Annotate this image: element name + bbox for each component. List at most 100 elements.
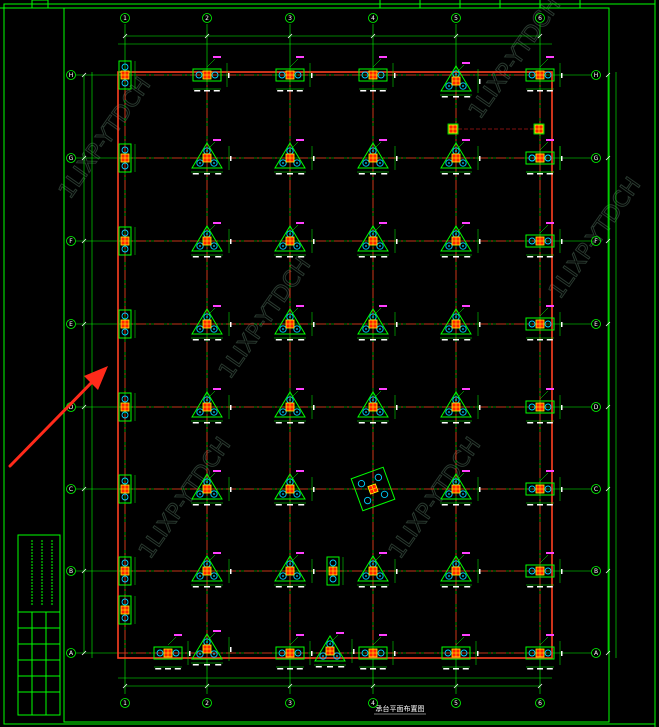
cap-tag [462, 62, 470, 64]
cap-dim-text [537, 504, 543, 506]
cap-tag [546, 470, 554, 472]
cap-dim-text [453, 256, 459, 258]
pile-circle [459, 159, 467, 167]
triangular-pile-cap [191, 388, 232, 424]
pile-circle [278, 649, 286, 657]
pile-circle [445, 159, 453, 167]
pile-circle [121, 312, 129, 320]
pile-center [206, 233, 208, 235]
pile-circle [362, 408, 370, 416]
pile-circle [279, 490, 287, 498]
rectangular-pile-cap [525, 139, 563, 175]
cap-dim-text [379, 668, 386, 670]
pile-center [289, 150, 291, 152]
cap-dim-text [192, 173, 199, 175]
cap-leader [539, 390, 549, 400]
cap-tag [296, 634, 304, 636]
rectangular-pile-cap [358, 634, 396, 670]
axis-bubble [591, 566, 601, 576]
dimension-lines [81, 33, 617, 689]
pile-center [296, 411, 298, 413]
cap-dim-text [561, 569, 563, 574]
cap-outline [274, 391, 306, 418]
cap-dim-text [298, 422, 305, 424]
drawing-title: 承台平面布置图 [376, 704, 425, 713]
pile-center [289, 481, 291, 483]
pile-center [455, 73, 457, 75]
cap-outline [191, 473, 223, 500]
pile-center [199, 328, 201, 330]
cap-dim-text [358, 256, 365, 258]
cap-outline [191, 142, 223, 169]
pile-circle [528, 485, 536, 493]
dimension-tick [605, 486, 611, 492]
rectangular-pile-cap [525, 305, 563, 341]
cap-dim-text [527, 422, 534, 424]
cap-dim-text [192, 664, 199, 666]
pile-center [448, 575, 450, 577]
cap-dim-text [189, 651, 191, 656]
pile-circle [445, 490, 453, 498]
cap-dim-text [464, 422, 471, 424]
pile-circle [210, 650, 218, 658]
cap-leader [455, 472, 465, 482]
pile-circle [210, 325, 218, 333]
cap-dim-text [527, 173, 534, 175]
axis-bubble [368, 13, 378, 23]
pile-center [379, 575, 381, 577]
pile-circle [121, 598, 129, 606]
detail-marker [447, 123, 545, 135]
pile-center [282, 245, 284, 247]
pile-circle [293, 572, 301, 580]
cap-dim-text [296, 90, 303, 92]
axis-label: 2 [205, 700, 209, 707]
pile-circle [121, 411, 129, 419]
cap-dim-text [381, 339, 388, 341]
cap-leader [539, 141, 549, 151]
dimension-tick [453, 683, 459, 689]
pile-circle [445, 82, 453, 90]
cap-tag [462, 388, 470, 390]
cap-dim-text [479, 156, 481, 161]
pile-circle [121, 493, 129, 501]
cap-leader [206, 472, 216, 482]
cap-dim-text [215, 339, 222, 341]
building-boundary [117, 71, 553, 659]
cap-tag [462, 552, 470, 554]
cap-dim-text [396, 405, 398, 410]
cap-dim-text [370, 422, 376, 424]
cap-dim-text [360, 90, 367, 92]
pile-center [372, 150, 374, 152]
pile-circle [357, 479, 366, 488]
rectangular-pile-cap [525, 388, 563, 424]
pile-circle [121, 79, 129, 87]
pile-circle [121, 614, 129, 622]
cap-outline [357, 142, 389, 169]
cap-outline [440, 225, 472, 252]
cap-dim-text [546, 90, 553, 92]
cap-leader [455, 307, 465, 317]
pile-circle [294, 649, 302, 657]
cap-dim-text [537, 339, 543, 341]
cap-dim-text [441, 339, 448, 341]
triangular-pile-cap [314, 632, 355, 668]
pile-center [206, 481, 208, 483]
cap-dim-text [215, 586, 222, 588]
pile-circle [361, 71, 369, 79]
cap-dim-text [204, 422, 210, 424]
cap-dim-text [313, 487, 315, 492]
cap-tag [296, 56, 304, 58]
cap-outline [440, 308, 472, 335]
axis-bubble [120, 698, 130, 708]
cap-dim-text [287, 422, 293, 424]
pile-center [462, 245, 464, 247]
cap-dim-text [287, 586, 293, 588]
pile-center [372, 233, 374, 235]
dimension-tick [81, 568, 87, 574]
cap-tag [213, 56, 221, 58]
pile-center [213, 653, 215, 655]
pile-circle [196, 572, 204, 580]
pile-circle [362, 242, 370, 250]
axis-bubble [285, 13, 295, 23]
